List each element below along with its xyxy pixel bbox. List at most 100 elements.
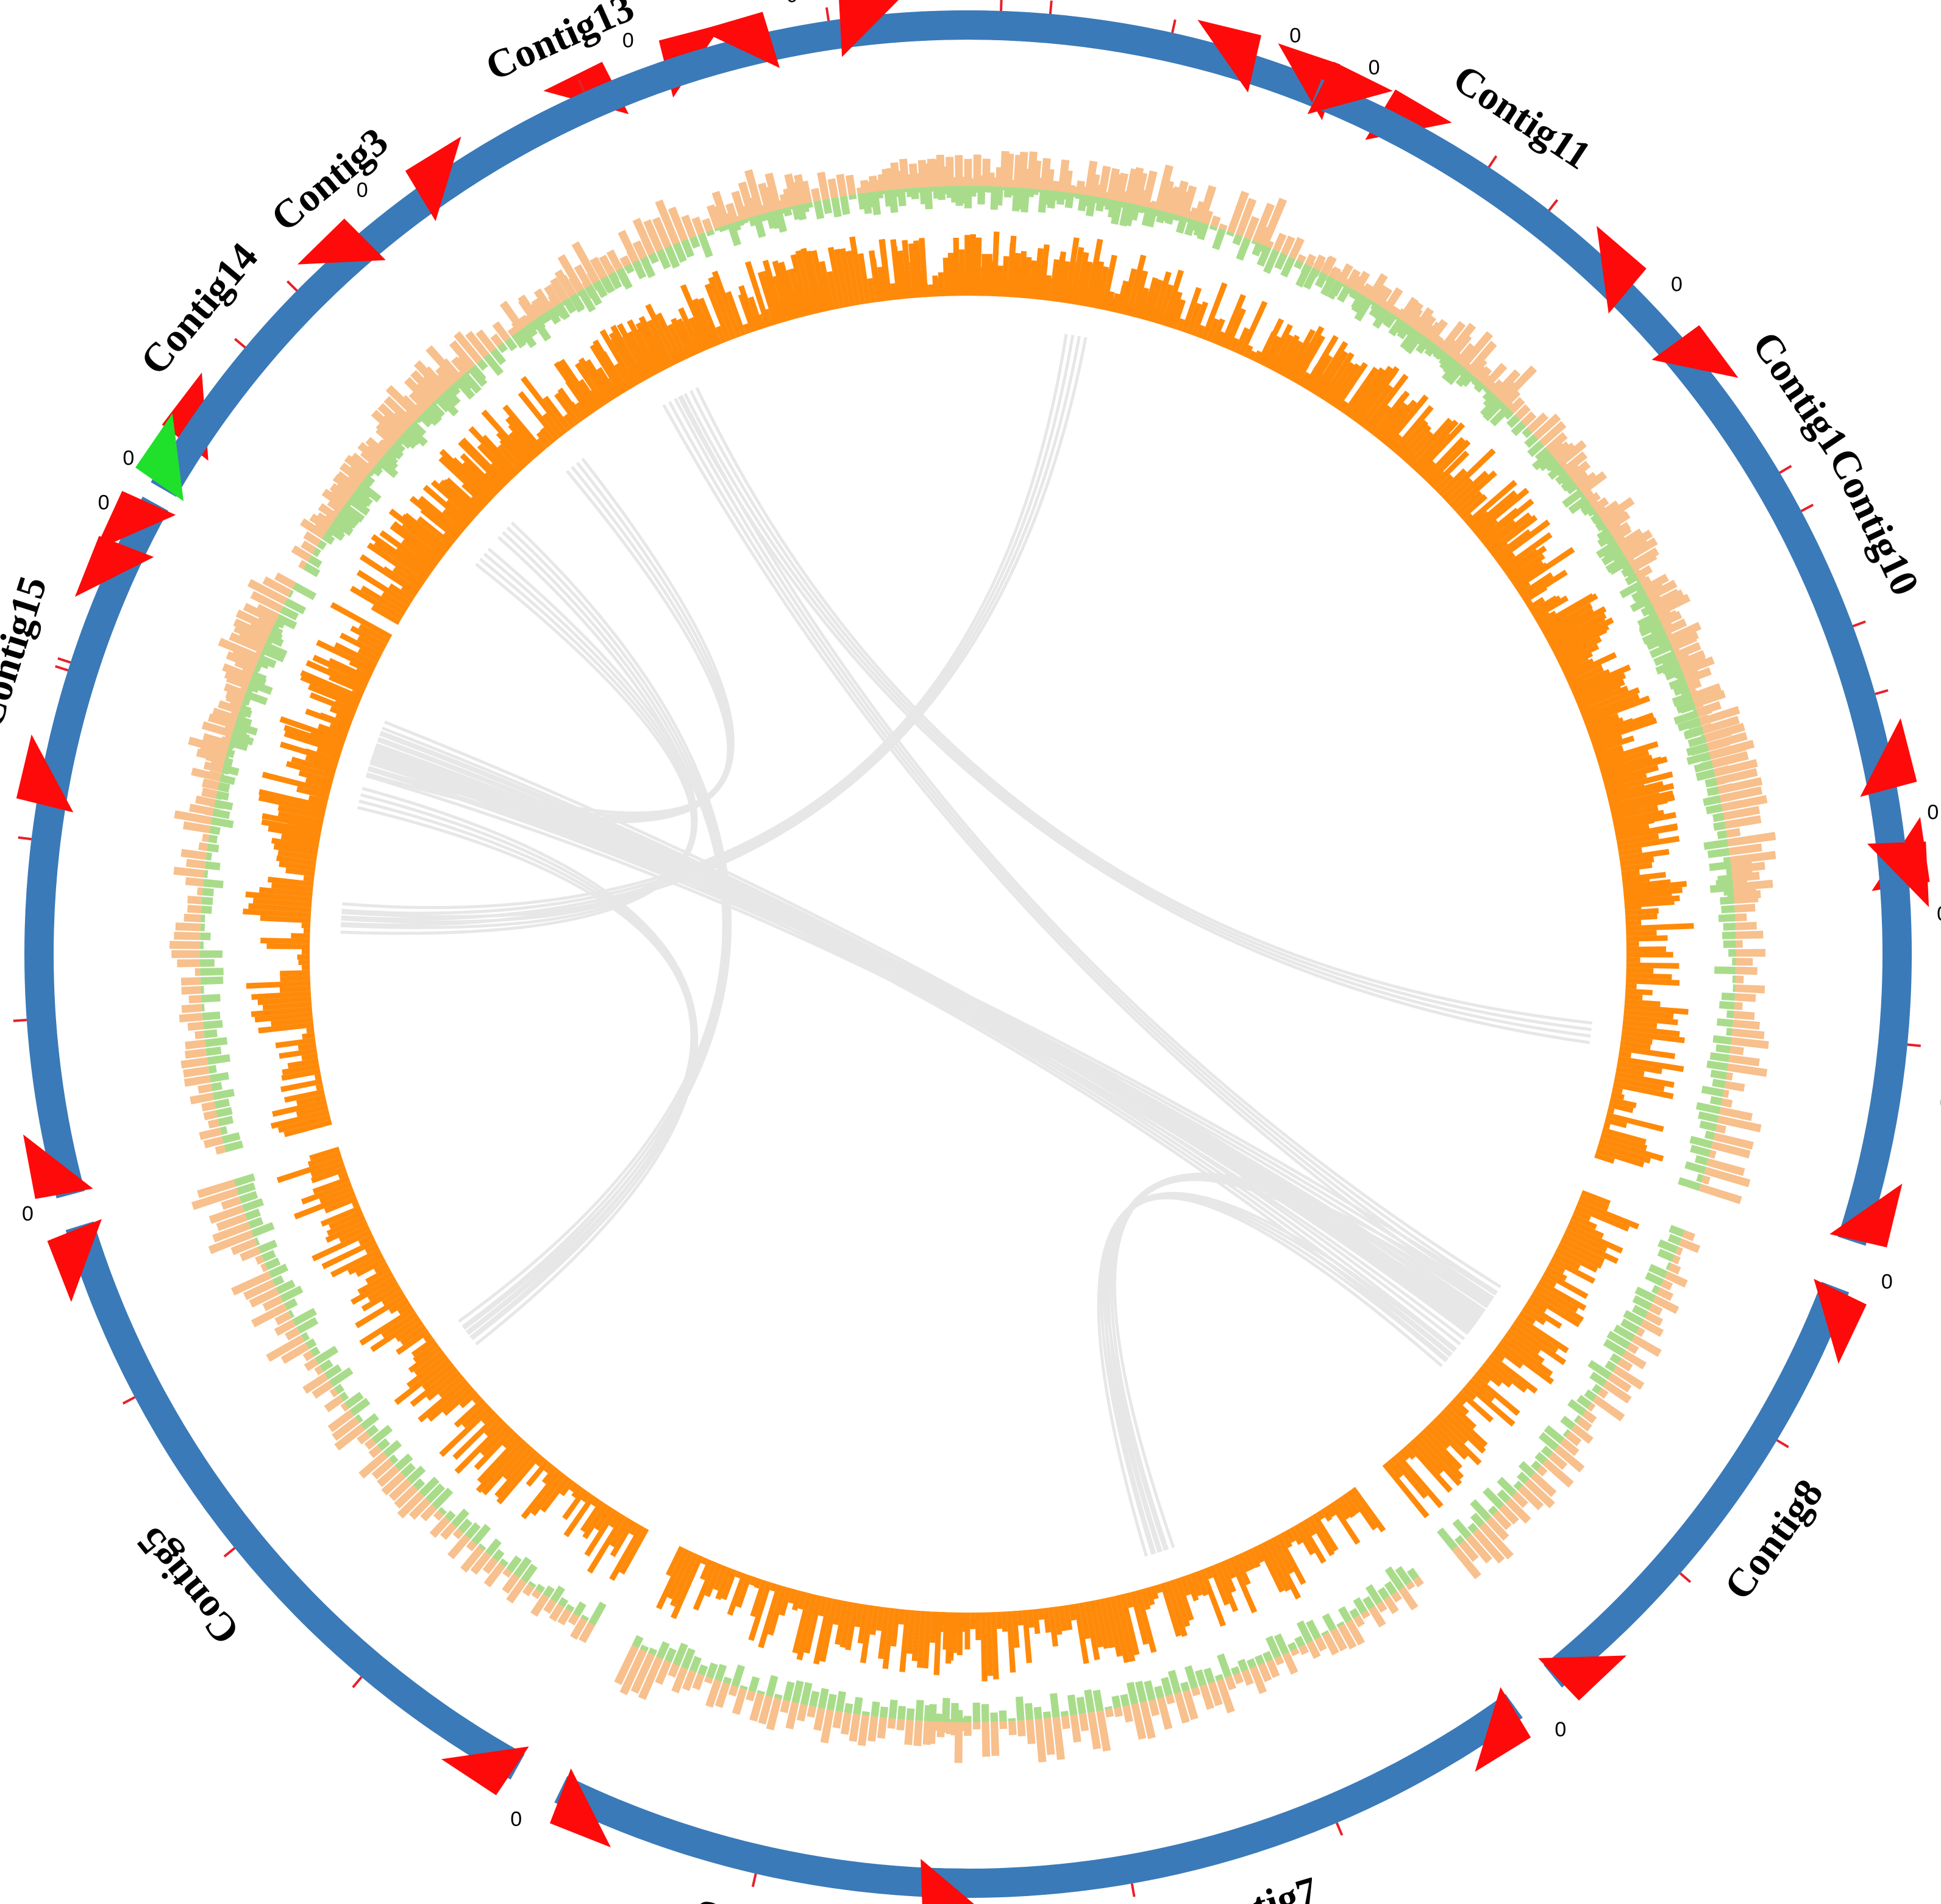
contig-contig13[interactable] bbox=[405, 12, 780, 221]
outer-track-bar bbox=[1033, 1706, 1042, 1720]
outer-track-bar bbox=[1530, 1472, 1557, 1497]
inner-track-bar bbox=[1465, 480, 1518, 526]
outer-track-bar bbox=[1712, 1079, 1726, 1088]
ideogram-segment[interactable] bbox=[413, 30, 778, 215]
inner-track-bar bbox=[1252, 1546, 1264, 1564]
outer-track-bar bbox=[1482, 390, 1495, 402]
inner-track-bar bbox=[1581, 707, 1601, 719]
outer-track-bar bbox=[1721, 795, 1768, 811]
outer-track-bar bbox=[1249, 1666, 1267, 1694]
inner-track-bar bbox=[541, 1466, 558, 1485]
outer-track-bar bbox=[1603, 1339, 1626, 1357]
inner-track-bar bbox=[382, 566, 420, 594]
outer-track-bar bbox=[681, 1647, 696, 1670]
inner-track-bar bbox=[1620, 1040, 1651, 1050]
ideogram-segment[interactable] bbox=[1310, 79, 1636, 308]
inner-track-bar bbox=[1594, 1152, 1615, 1164]
outer-track-bar bbox=[1667, 622, 1702, 643]
ideogram-segment[interactable] bbox=[1837, 839, 1912, 1246]
ideogram-segment[interactable] bbox=[1658, 335, 1898, 796]
contig-contig12[interactable] bbox=[836, 0, 1261, 93]
outer-track-bar bbox=[1353, 1597, 1368, 1614]
outer-track-bar bbox=[614, 1644, 639, 1685]
ideogram-segment[interactable] bbox=[554, 1776, 968, 1898]
outer-track-bar bbox=[181, 986, 201, 995]
outer-track-bar bbox=[261, 1250, 276, 1262]
inner-track-bar bbox=[1307, 371, 1323, 393]
inner-track-bar bbox=[379, 530, 435, 572]
inner-track-bar bbox=[276, 1157, 343, 1183]
contig-contig5[interactable] bbox=[47, 1219, 529, 1795]
outer-track-bar bbox=[180, 1057, 208, 1069]
outer-track-bar bbox=[169, 941, 201, 949]
contig-contig6[interactable] bbox=[549, 1768, 968, 1898]
inner-track-bar bbox=[251, 1006, 313, 1018]
outer-track-bar bbox=[1353, 1614, 1365, 1628]
outer-track-bar bbox=[565, 1603, 575, 1613]
ideogram-segment[interactable] bbox=[151, 231, 380, 497]
inner-track-bar bbox=[1280, 1531, 1293, 1549]
inner-track-bar bbox=[715, 326, 727, 344]
inner-track-bar bbox=[1553, 624, 1610, 657]
ideogram-segment[interactable] bbox=[918, 1694, 1523, 1898]
inner-track-bar bbox=[609, 1525, 644, 1581]
contig-contig8[interactable] bbox=[1538, 1278, 1867, 1701]
outer-track-bar bbox=[204, 870, 208, 879]
outer-track-bar bbox=[191, 768, 221, 782]
inner-track-bar bbox=[1038, 261, 1049, 301]
outer-track-bar bbox=[203, 1110, 218, 1121]
outer-track-bar bbox=[868, 175, 878, 193]
inner-track-bar bbox=[535, 1456, 546, 1467]
inner-track-bar bbox=[1540, 1275, 1557, 1288]
synteny-link bbox=[342, 333, 1068, 910]
ideogram-segment[interactable] bbox=[36, 540, 146, 811]
outer-track-bar bbox=[1506, 415, 1520, 429]
outer-track-bar bbox=[280, 605, 299, 621]
inner-track-bar bbox=[297, 1043, 317, 1051]
ideogram-segment[interactable] bbox=[1543, 1282, 1850, 1688]
contig-contig15[interactable] bbox=[16, 535, 154, 813]
contig-contig7[interactable] bbox=[918, 1687, 1531, 1904]
contig-contig14[interactable] bbox=[135, 218, 386, 501]
inner-track-bar bbox=[281, 1068, 321, 1081]
outer-track-bar bbox=[1731, 1028, 1765, 1039]
inner-track-bar bbox=[1064, 285, 1073, 304]
outer-track-bar bbox=[702, 218, 713, 232]
contig-contig9[interactable] bbox=[1829, 839, 1929, 1247]
outer-track-bar bbox=[1135, 204, 1145, 214]
ideogram-segment[interactable] bbox=[65, 1221, 525, 1780]
links-layer bbox=[340, 333, 1593, 1557]
inner-track-bar bbox=[1214, 1563, 1239, 1613]
outer-track-bar bbox=[672, 242, 682, 249]
origin-label: 0 bbox=[1881, 1271, 1893, 1294]
outer-track-bar bbox=[1732, 877, 1748, 886]
outer-track-bar bbox=[371, 1424, 393, 1444]
ideogram-segment[interactable] bbox=[836, 10, 1260, 85]
outer-track-bar bbox=[381, 1472, 406, 1496]
outer-track-bar bbox=[1581, 487, 1593, 498]
outer-track-bar bbox=[1469, 375, 1479, 385]
inner-track-bar bbox=[558, 358, 599, 413]
outer-track-bar bbox=[586, 270, 599, 285]
inner-track-bar bbox=[518, 391, 560, 441]
inner-track-bar bbox=[1303, 1518, 1317, 1536]
outer-track-bar bbox=[924, 187, 933, 210]
contig-contig10[interactable] bbox=[1651, 325, 1917, 797]
inner-track-bar bbox=[1472, 1374, 1520, 1416]
outer-track-bar bbox=[440, 1522, 457, 1540]
outer-track-bar bbox=[1718, 1001, 1735, 1010]
outer-track-bar bbox=[208, 1230, 254, 1254]
outer-track-bar bbox=[1709, 778, 1718, 787]
outer-track-bar bbox=[1273, 1633, 1289, 1655]
inner-track-bar bbox=[1548, 1261, 1565, 1274]
outer-track-bar bbox=[1403, 301, 1424, 326]
outer-track-bar bbox=[233, 618, 270, 641]
inner-track-bar bbox=[1380, 404, 1413, 444]
outer-track-bar bbox=[326, 525, 346, 541]
outer-track-bar bbox=[1736, 949, 1766, 957]
inner-track-bar bbox=[678, 307, 703, 354]
inner-track-bar bbox=[833, 1599, 843, 1625]
inner-track-bar bbox=[1462, 513, 1474, 524]
contig-contig11[interactable] bbox=[1307, 62, 1647, 314]
outer-track-bar bbox=[201, 915, 205, 922]
